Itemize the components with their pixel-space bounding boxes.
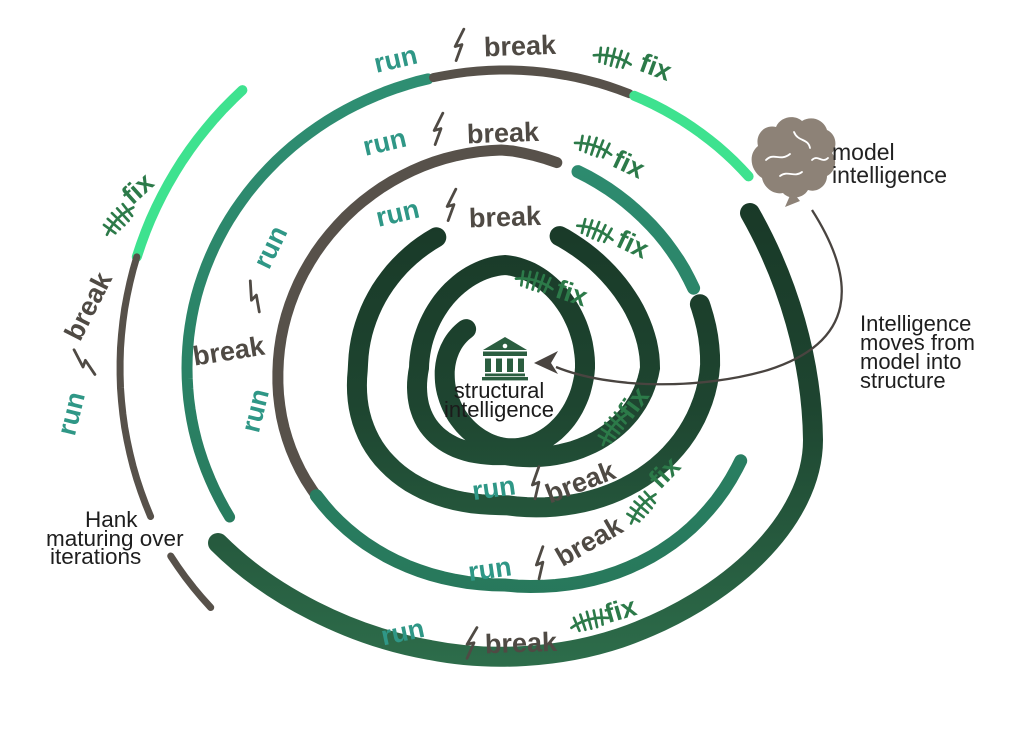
run-label: run xyxy=(470,470,517,506)
stitches-icon xyxy=(571,130,616,162)
spiral-arc-bottom-teal xyxy=(309,454,748,594)
run-label: run xyxy=(360,123,409,162)
break-label: break xyxy=(466,117,540,150)
break-label: break xyxy=(483,30,557,63)
right-note-line1: Intelligence xyxy=(860,311,971,336)
lightning-icon xyxy=(429,111,449,146)
run-label: run xyxy=(235,386,275,435)
lightning-icon xyxy=(67,348,102,376)
run-label: run xyxy=(51,389,91,438)
lightning-icon xyxy=(450,27,470,62)
break-label: break xyxy=(550,510,628,572)
spiral-arc-outer-dark xyxy=(208,203,824,667)
lightning-icon xyxy=(529,545,553,581)
structural-intelligence-label-line2: intelligence xyxy=(444,397,554,422)
model-intelligence-label-line1: model xyxy=(832,139,895,165)
left-note-line1: Hank xyxy=(85,507,138,532)
left-note-line2: maturing over xyxy=(46,526,184,551)
brain-icon xyxy=(751,117,836,207)
stitches-icon xyxy=(591,42,635,72)
lightning-icon xyxy=(239,279,271,314)
right-note-line3: model into xyxy=(860,349,962,374)
fix-label: fix xyxy=(636,48,676,87)
run-label: run xyxy=(371,40,420,79)
break-label: break xyxy=(484,627,558,660)
lightning-icon xyxy=(442,187,462,222)
model-to-structure-arrow xyxy=(534,209,843,386)
spiral-arc-row2-gray xyxy=(272,144,563,552)
run-label: run xyxy=(466,551,513,587)
break-label: break xyxy=(59,266,119,345)
break-label: break xyxy=(468,201,542,234)
right-note-line4: structure xyxy=(860,368,946,393)
spiral-arc-row1-break-gray xyxy=(429,65,634,99)
spiral-arc-outer-gray xyxy=(116,253,155,520)
spiral-arc-outer-fix-mint xyxy=(131,85,248,262)
run-label: run xyxy=(247,221,293,273)
arrowhead-icon xyxy=(534,351,558,374)
right-note-line2: moves from xyxy=(860,330,975,355)
model-intelligence-label-line2: intelligence xyxy=(832,162,947,188)
bank-icon xyxy=(482,337,528,381)
spiral-arc-tail-stub xyxy=(167,552,215,611)
structural-intelligence-label-line1: structural xyxy=(454,378,544,403)
spiral-arc-row1-run-teal xyxy=(181,73,434,523)
spiral-arc-right-teal xyxy=(571,165,701,295)
break-label: break xyxy=(191,331,268,372)
left-note-line3: iterations xyxy=(50,544,141,569)
spiral-arc-second xyxy=(346,227,721,518)
spiral-arc-row1-fix-mint xyxy=(629,90,754,182)
fix-label: fix xyxy=(608,144,649,185)
run-label: run xyxy=(373,194,422,233)
